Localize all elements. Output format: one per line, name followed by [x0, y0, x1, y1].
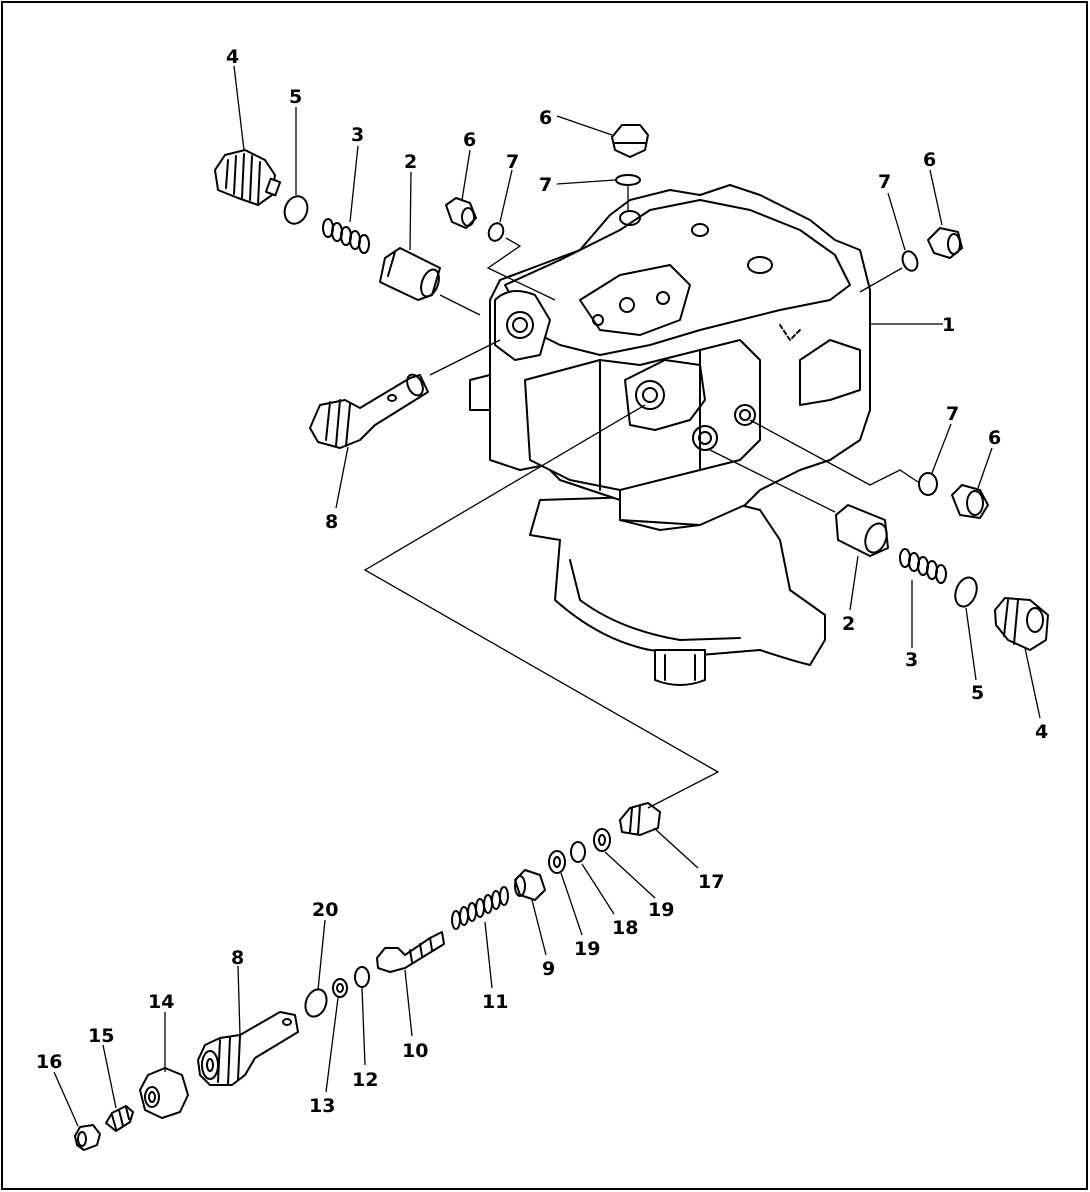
callout-1: 1: [942, 314, 955, 336]
callout-7-upper-middle: 7: [506, 151, 519, 173]
o-ring-7-top: [615, 174, 641, 186]
callout-9: 9: [542, 958, 555, 980]
spool-2-right: [835, 504, 889, 557]
callout-6-upper-middle: 6: [463, 129, 476, 151]
callout-2-right: 2: [842, 613, 855, 635]
callout-20: 20: [312, 899, 338, 921]
o-ring-5-upper: [283, 195, 309, 225]
callout-6-top: 6: [539, 107, 552, 129]
washer-19-right: [593, 828, 611, 852]
callout-14: 14: [148, 991, 174, 1013]
spring-3-upper: [322, 218, 370, 254]
callout-3-right: 3: [905, 649, 918, 671]
fitting-17: [619, 802, 661, 836]
leader-lines: [53, 65, 1041, 1127]
callout-5-upper: 5: [289, 86, 302, 108]
callout-3-upper: 3: [351, 124, 364, 146]
plug-6-right: [951, 484, 989, 519]
o-ring-20: [304, 988, 328, 1018]
callout-6-upper-right: 6: [923, 149, 936, 171]
nut-14: [139, 1067, 189, 1119]
callout-8-lower: 8: [231, 947, 244, 969]
callout-2-upper: 2: [404, 151, 417, 173]
poppet-10: [376, 931, 445, 973]
plug-4-upper-left: [214, 149, 282, 206]
piston-9: [514, 869, 546, 901]
washer-19-right-hole: [598, 834, 606, 846]
washer-19-left: [548, 850, 566, 874]
callout-7-right: 7: [946, 403, 959, 425]
callout-18: 18: [612, 917, 638, 939]
plug-6-top: [611, 124, 649, 158]
nut-16: [74, 1124, 101, 1151]
callout-7-top: 7: [539, 174, 552, 196]
spool-2-upper: [379, 247, 441, 301]
plug-6-upper-middle: [445, 197, 477, 229]
plug-6-upper-right: [927, 227, 963, 259]
callout-13: 13: [309, 1095, 335, 1117]
washer-13: [332, 978, 348, 998]
spring-3-right: [899, 548, 947, 584]
callout-8-middle: 8: [325, 511, 338, 533]
plug-4-right: [994, 597, 1049, 651]
callout-5-right: 5: [971, 682, 984, 704]
o-ring-7-right: [918, 472, 938, 496]
washer-13-hole: [336, 983, 344, 993]
o-ring-12: [354, 966, 370, 988]
o-ring-7-upper-middle: [487, 222, 505, 242]
callout-19-right: 19: [648, 899, 674, 921]
callout-7-upper-right: 7: [878, 171, 891, 193]
valve-body-8-lower: [197, 1011, 299, 1086]
callout-4-upper: 4: [226, 46, 239, 68]
callout-19-left: 19: [574, 938, 600, 960]
callout-4-right: 4: [1035, 721, 1048, 743]
callout-15: 15: [88, 1025, 114, 1047]
callout-12: 12: [352, 1069, 378, 1091]
callout-17: 17: [698, 871, 724, 893]
o-ring-5-right: [954, 576, 978, 608]
callout-16: 16: [36, 1051, 62, 1073]
callout-6-right: 6: [988, 427, 1001, 449]
spring-11: [451, 886, 509, 930]
washer-19-left-hole: [553, 856, 561, 868]
callout-10: 10: [402, 1040, 428, 1062]
motor-housing: [469, 184, 871, 686]
valve-8-middle-left: [309, 373, 429, 449]
callout-numbers: 1 2 2 3 3 4 4 5 5 6 6 6 6 7 7 7 7 8 8 9 …: [36, 46, 1048, 1117]
o-ring-7-upper-right: [901, 250, 919, 272]
callout-11: 11: [482, 991, 508, 1013]
screw-15: [105, 1105, 134, 1132]
o-ring-18: [570, 841, 586, 863]
